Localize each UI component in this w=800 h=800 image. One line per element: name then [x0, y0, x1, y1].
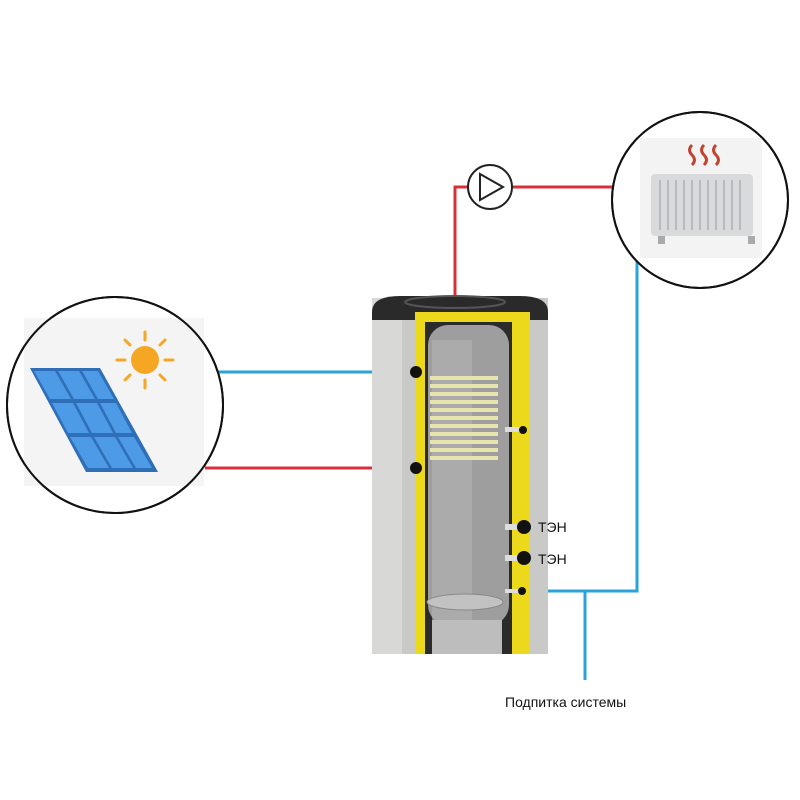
heater-label-2: ТЭН: [538, 551, 567, 567]
heater-label-1: ТЭН: [538, 519, 567, 535]
radiator-icon: [611, 111, 789, 289]
solar-collector-icon: [6, 296, 224, 514]
pump-icon: [467, 164, 513, 210]
makeup-label: Подпитка системы: [505, 694, 627, 710]
solar-panel: [30, 368, 158, 472]
sun-icon: [115, 330, 175, 390]
storage-tank: [372, 295, 548, 654]
heat-waves-icon: [688, 143, 720, 167]
heat-exchanger-coil: [430, 376, 498, 460]
